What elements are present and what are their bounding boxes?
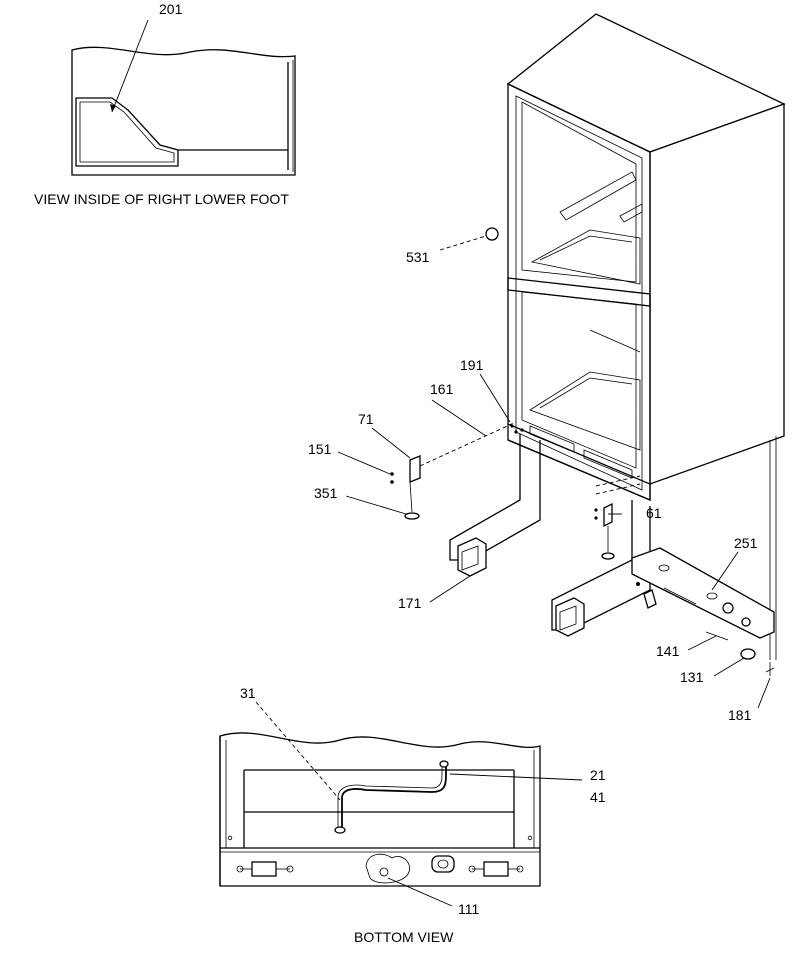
callout-191: 191 <box>460 357 484 373</box>
right-foot-assembly <box>551 475 775 676</box>
callout-351: 351 <box>314 485 338 501</box>
inset-bottom-view <box>219 701 541 887</box>
callout-201: 201 <box>159 1 183 17</box>
callout-531: 531 <box>406 249 430 265</box>
callout-71: 71 <box>358 411 374 427</box>
caption-bottom-view: BOTTOM VIEW <box>354 929 454 945</box>
callout-171: 171 <box>398 595 422 611</box>
callout-41: 41 <box>590 789 606 805</box>
left-foot-assembly <box>390 421 541 577</box>
callout-141: 141 <box>656 643 680 659</box>
callout-111: 111 <box>458 901 479 917</box>
bottom-left-roller <box>236 861 294 877</box>
part-531-plug <box>485 227 499 241</box>
callout-31: 31 <box>240 685 256 701</box>
callout-181: 181 <box>728 707 752 723</box>
callout-21: 21 <box>590 767 606 783</box>
bottom-right-roller <box>468 861 524 877</box>
callout-251: 251 <box>734 535 758 551</box>
callout-61: 61 <box>646 505 662 521</box>
inset-right-lower-foot <box>71 19 296 176</box>
caption-right-lower-foot: VIEW INSIDE OF RIGHT LOWER FOOT <box>34 191 289 207</box>
callout-161: 161 <box>430 381 454 397</box>
callout-151: 151 <box>308 441 332 457</box>
cabinet-body <box>506 13 786 660</box>
callout-131: 131 <box>680 669 704 685</box>
